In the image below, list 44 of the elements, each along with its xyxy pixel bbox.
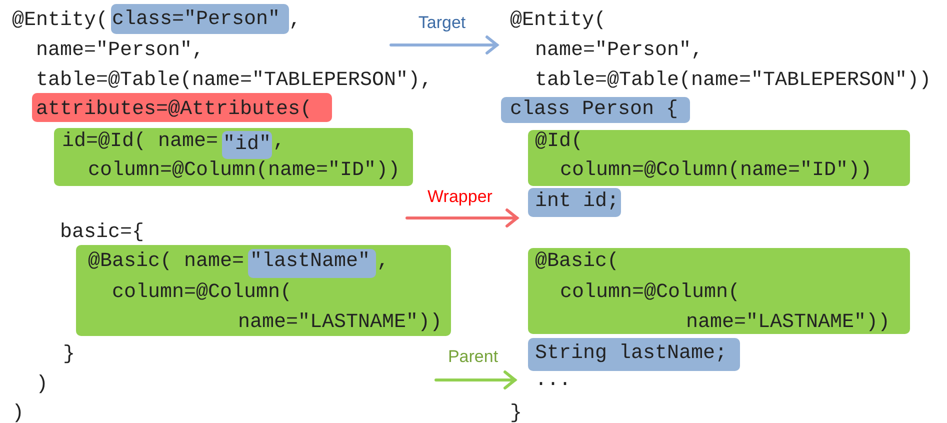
highlighted-code: [528, 188, 621, 217]
code-text: name="LASTNAME")): [686, 310, 890, 336]
highlighted-code: [528, 130, 910, 186]
highlighted-code: [528, 338, 740, 371]
code-line: table=@Table(name="TABLEPERSON")): [535, 68, 932, 94]
highlighted-code: [528, 248, 910, 334]
code-text: column=@Column(name="ID")): [560, 158, 872, 184]
code-line: ): [36, 372, 48, 398]
code-text: @Basic(: [535, 249, 620, 275]
code-line: }: [510, 401, 522, 423]
code-text: column=@Column(name="ID")): [88, 158, 400, 184]
highlighted-code: [32, 93, 332, 122]
code-text: attributes=@Attributes(: [36, 97, 312, 123]
code-text: column=@Column(: [560, 280, 740, 306]
code-line: @Entity(: [12, 8, 108, 34]
code-text: "id": [223, 132, 272, 158]
code-text: ,: [377, 249, 390, 275]
code-text: class="Person": [112, 7, 280, 33]
code-line: ...: [535, 368, 572, 394]
code-line: table=@Table(name="TABLEPERSON"),: [36, 68, 432, 94]
highlighted-code: [54, 128, 413, 186]
code-line: ,: [289, 8, 302, 34]
code-text: id=@Id( name=: [62, 129, 218, 155]
code-line: basic={: [60, 220, 144, 246]
code-line: name="Person",: [36, 38, 204, 64]
code-text: "lastName": [250, 249, 370, 275]
code-text: class Person {: [510, 97, 678, 123]
code-text: int id;: [535, 189, 620, 215]
code-line: }: [63, 342, 76, 368]
code-text: ,: [273, 129, 286, 155]
arrow-label: Target: [418, 12, 466, 34]
highlighted-code: [76, 245, 451, 336]
arrow-label: Wrapper: [428, 186, 492, 208]
highlighted-code: [111, 4, 289, 34]
code-text: column=@Column(: [112, 280, 292, 306]
code-text: @Id(: [535, 129, 584, 155]
code-text: name="LASTNAME")): [238, 310, 442, 336]
code-line: name="Person",: [535, 38, 704, 64]
code-text: String lastName;: [535, 341, 728, 367]
arrow-label: Parent: [448, 346, 498, 368]
code-line: ): [12, 401, 24, 423]
highlighted-code: [248, 249, 376, 278]
code-text: @Basic( name=: [88, 249, 244, 275]
code-line: @Entity(: [510, 8, 606, 34]
